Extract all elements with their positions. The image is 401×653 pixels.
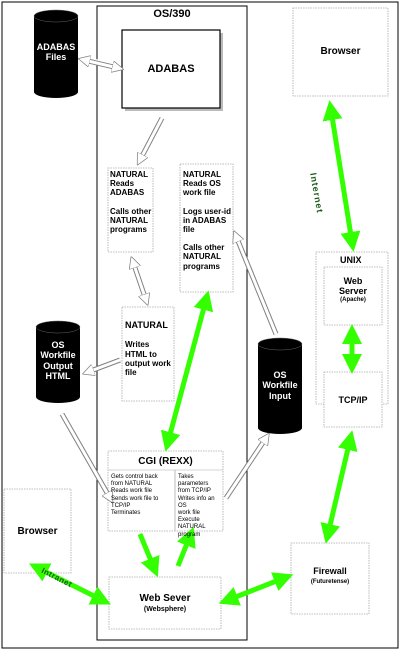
adabas-files-line1: ADABAS [36, 42, 76, 52]
os-output-line1: OS [51, 340, 65, 350]
green-arrow-cgi-websever [137, 533, 160, 578]
cgi-panel [107, 450, 224, 532]
natural-bottom-text: NATURAL Writes HTML to output work file [125, 320, 175, 377]
apache-line1: Web [343, 276, 363, 286]
natural-left-title: NATURAL [110, 170, 149, 179]
browser-left-label: Browser [17, 526, 58, 537]
natural-right-line6: Calls other [183, 243, 225, 253]
os-output-line4: HTML [45, 371, 71, 382]
natural-right-line7: NATURAL [183, 252, 222, 262]
os-input-line2: Workfile [262, 380, 298, 391]
natural-right-text: NATURAL Reads OS work file Logs user-id … [183, 170, 235, 271]
natural-left-line4: NATURAL [110, 215, 149, 225]
natural-bottom-line1: Writes [125, 340, 150, 350]
apache-panel [323, 266, 383, 326]
natural-bottom-title: NATURAL [125, 320, 168, 330]
unix-title: UNIX [340, 255, 362, 265]
cgi-left-text: Gets control back from NATURAL Reads wor… [111, 474, 174, 517]
green-arrow-websever-cgi [175, 526, 196, 567]
natural-left-panel [107, 167, 154, 253]
cgi-left-line: Reads work file [111, 488, 153, 495]
os-output-line3: Output [43, 360, 73, 371]
natural-right-title: NATURAL [183, 170, 222, 179]
cgi-title: CGI (REXX) [138, 456, 193, 467]
hollow-arrow-output-to-cgi [59, 412, 110, 498]
hollow-arrow-cgi-to-input [223, 438, 266, 500]
web-sever-title: Web Sever [139, 593, 191, 604]
cgi-left-line: Terminates [111, 509, 141, 516]
natural-right-line8: programs [183, 261, 220, 271]
natural-bottom-line3: output work [125, 358, 171, 368]
hollow-arrow-natural-left-bottom [133, 262, 146, 300]
browser-top-panel [292, 7, 389, 97]
green-arrow-tcpip-firewall [320, 430, 358, 544]
adabas-box [121, 29, 221, 109]
cgi-right-line: program [178, 531, 201, 538]
green-arrow-internet [322, 100, 361, 252]
cgi-right-line: work file [178, 509, 201, 516]
hollow-arrow-input-to-natural [236, 236, 279, 335]
green-arrows [29, 100, 362, 606]
web-sever-panel [108, 576, 222, 630]
natural-right-line5: file [183, 224, 195, 234]
adabas-files-line2: Files [45, 52, 67, 63]
os-input-line3: Input [269, 390, 291, 401]
cgi-right-line: from TCP/IP [178, 488, 211, 495]
apache-line2: Server [338, 286, 368, 297]
firewall-title: Firewall [313, 566, 347, 576]
os390-title: OS/390 [153, 8, 191, 20]
firewall-panel [290, 542, 370, 615]
os-output-line2: Workfile [40, 350, 76, 361]
adabas-box-label: ADABAS [147, 63, 195, 75]
hollow-arrow-adabas-files [84, 60, 118, 68]
os-input-label: OS Workfile Input [258, 370, 302, 401]
cgi-left-line: Gets control back [111, 474, 158, 480]
natural-bottom-line2: HTML to [125, 349, 157, 359]
natural-right-panel [179, 163, 234, 293]
cgi-left-line: from NATURAL [111, 481, 153, 488]
browser-top-label: Browser [320, 46, 361, 57]
os-input-cylinder [257, 337, 303, 434]
green-arrow-intranet [29, 563, 111, 605]
browser-left-panel [3, 488, 72, 574]
hollow-arrow-adabas-natural [140, 116, 165, 160]
cgi-right-line: Execute NATURAL [178, 517, 206, 531]
natural-left-line1: Reads [110, 179, 135, 189]
natural-left-line5: programs [110, 224, 147, 234]
cgi-right-text: Takes parameters from TCP/IP Writes info… [178, 474, 224, 539]
cgi-left-line: TCP/IP [111, 502, 131, 509]
tcpip-label: TCP/IP [338, 395, 368, 405]
os-output-cylinder [35, 320, 81, 403]
natural-left-text: NATURAL Reads ADABAS Calls other NATURAL… [110, 170, 154, 234]
firewall-subtitle: (Futuretense) [310, 579, 350, 585]
green-arrow-natural-cgi [160, 290, 214, 452]
cgi-right-line: Takes parameters [178, 474, 209, 488]
tcpip-panel [323, 371, 383, 428]
os-output-label: OS Workfile Output HTML [36, 340, 80, 381]
apache-text: Web Server (Apache) [324, 276, 382, 304]
natural-bottom-line4: file [125, 367, 137, 377]
web-sever-subtitle: (Websphere) [143, 606, 187, 613]
green-arrow-websever-firewall [218, 572, 294, 606]
natural-right-line3: Logs user-id [183, 206, 232, 216]
os390-container [96, 5, 248, 641]
natural-right-line4: in ADABAS [183, 215, 227, 225]
natural-right-line2: work file [183, 188, 216, 198]
adabas-files-cylinder [33, 9, 79, 98]
os-input-line1: OS [273, 370, 287, 380]
natural-right-line1: Reads OS [183, 179, 221, 189]
adabas-files-label: ADABAS Files [34, 42, 78, 63]
cgi-right-line: Writes info an OS [178, 495, 215, 509]
hollow-arrow-output-workfile [88, 357, 121, 372]
cgi-left-line: Sends work file to [111, 495, 159, 502]
apache-subtitle: (Apache) [340, 296, 366, 303]
natural-left-line2: ADABAS [110, 188, 145, 198]
natural-left-line3: Calls other [110, 206, 152, 216]
